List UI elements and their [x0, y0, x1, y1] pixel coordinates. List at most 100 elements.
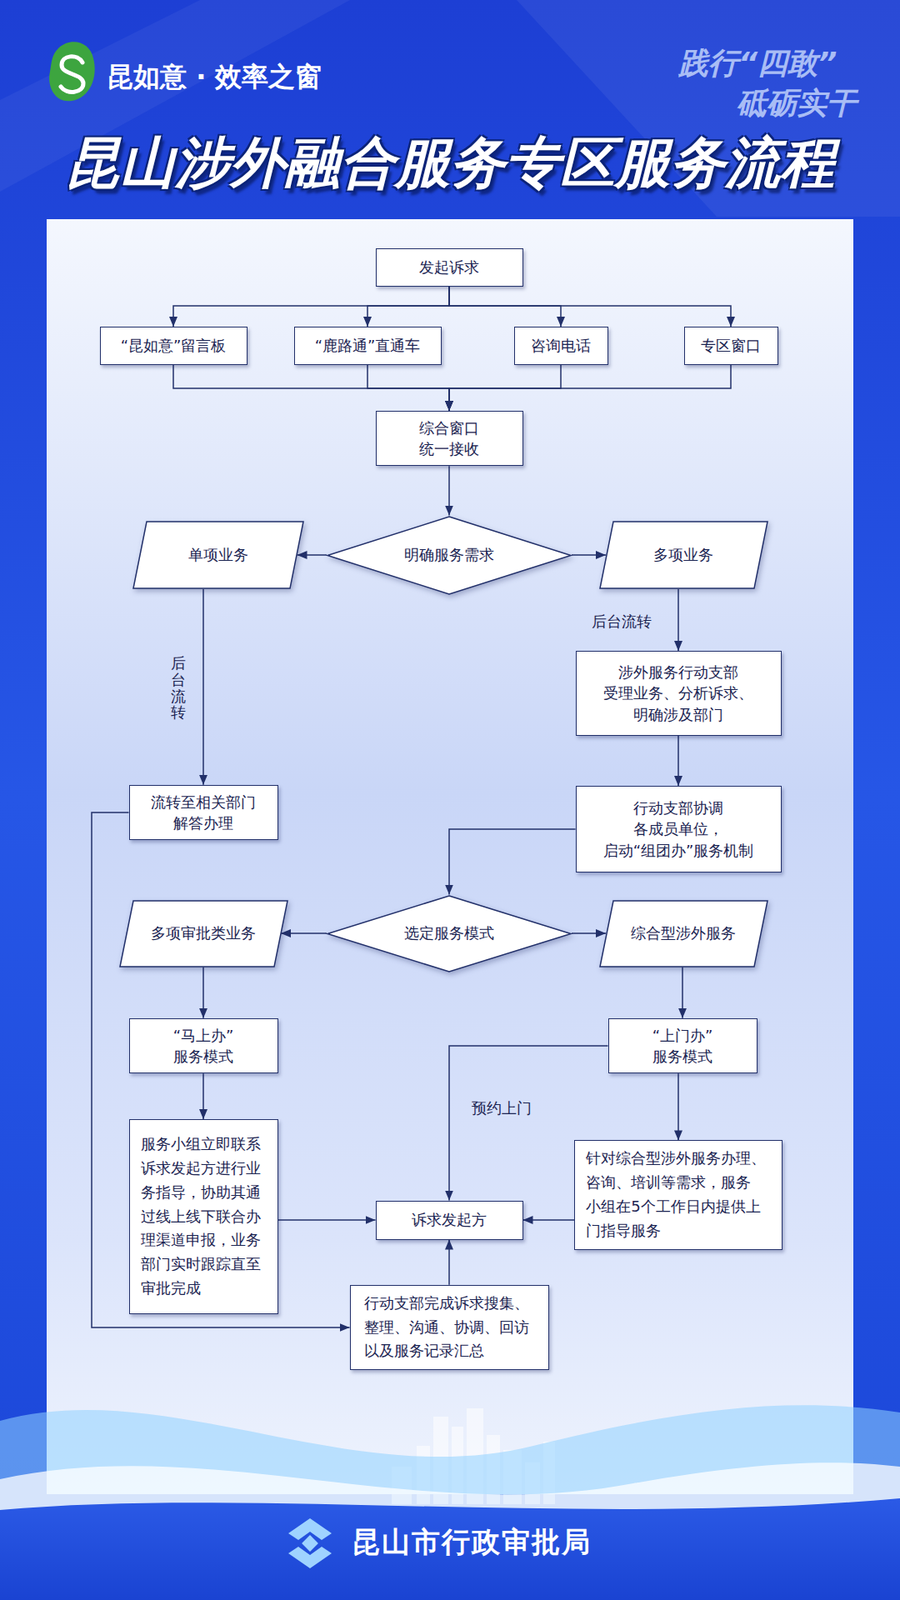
node-text: 多项审批类业务	[150, 922, 256, 944]
text-group: 多项业务	[653, 544, 714, 565]
node-text: 单项业务	[188, 544, 249, 565]
node-text: 综合型涉外服务	[630, 922, 736, 944]
text-group: 专区窗口	[700, 335, 761, 356]
flow-connector	[449, 286, 731, 327]
flow-connector	[448, 1240, 450, 1285]
text-group: 综合窗口 统一接收	[416, 417, 481, 460]
flow-connector	[367, 365, 450, 411]
process-box: 诉求发起方	[375, 1200, 524, 1240]
flow-connector	[448, 465, 450, 515]
flow-connector	[280, 932, 327, 935]
node-text: 咨询电话	[530, 335, 591, 356]
flow-connector	[173, 365, 450, 411]
text-group: 选定服务模式	[404, 922, 495, 944]
wave	[0, 1462, 900, 1600]
process-box: “昆如意”留言板	[100, 326, 248, 365]
process-box: 发起诉求	[375, 248, 524, 287]
outline	[120, 900, 288, 967]
flow-connector	[677, 589, 680, 651]
process-box: 专区窗口	[684, 326, 779, 365]
text-group: 针对综合型涉外服务办理、 咨询、培训等需求，服务 小组在5个工作日内提供上 门指…	[585, 1146, 770, 1243]
issuer-name: 昆山市行政审批局	[351, 1523, 592, 1562]
text-group: 多项审批类业务	[150, 922, 256, 944]
outline	[600, 521, 768, 589]
flow-connector	[571, 932, 606, 935]
page-title: 昆山涉外融合服务专区服务流程	[0, 130, 900, 196]
text-group: 涉外服务行动支部 受理业务、分析诉求、 明确涉及部门	[600, 661, 755, 725]
decision-diamond: 选定服务模式	[326, 895, 572, 973]
node-text: 行动支部完成诉求搜集、 整理、沟通、协调、回访 以及服务记录汇总	[364, 1291, 534, 1364]
node-text: “鹿路通”直通车	[315, 335, 421, 356]
io-parallelogram: 单项业务	[132, 520, 305, 590]
edge-label: 后台流转	[591, 611, 652, 632]
flow-connector	[202, 1073, 205, 1120]
wave	[0, 1405, 900, 1600]
flow-connector	[681, 967, 684, 1019]
flow-connector	[91, 812, 350, 1328]
node-text: 明确服务需求	[404, 544, 495, 565]
text-group: 行动支部完成诉求搜集、 整理、沟通、协调、回访 以及服务记录汇总	[364, 1291, 534, 1364]
process-box: 针对综合型涉外服务办理、 咨询、培训等需求，服务 小组在5个工作日内提供上 门指…	[574, 1140, 782, 1250]
node-text: “上门办” 服务模式	[642, 1025, 722, 1067]
bureau-icon	[288, 1518, 332, 1569]
text-group: 服务小组立即联系 诉求发起方进行业 务指导，协助其通 过线上线下联合办 理渠道申…	[140, 1132, 265, 1301]
flow-connector	[297, 554, 328, 556]
node-text: 选定服务模式	[404, 922, 495, 944]
icon-core	[301, 1535, 319, 1552]
flow-connector	[523, 1219, 575, 1221]
logo-swirl	[60, 56, 84, 93]
node-text: 综合窗口 统一接收	[416, 417, 481, 460]
io-parallelogram: 综合型涉外服务	[599, 900, 769, 968]
process-box: 行动支部协调 各成员单位， 启动“组团办”服务机制	[575, 785, 782, 873]
text-group: 发起诉求	[419, 256, 480, 278]
text-group: 综合型涉外服务	[630, 922, 736, 944]
process-box: 流转至相关部门 解答办理	[129, 785, 279, 840]
edge-label: 后台流转	[170, 655, 186, 721]
text-group: 咨询电话	[530, 335, 591, 356]
flow-connector	[449, 286, 561, 327]
node-text: 诉求发起方	[411, 1209, 487, 1230]
node-text: 流转至相关部门 解答办理	[148, 791, 258, 834]
logo-shape	[49, 41, 95, 101]
decision-diamond: 明确服务需求	[326, 515, 572, 595]
text-group: “上门办” 服务模式	[642, 1025, 722, 1067]
node-text: 发起诉求	[419, 256, 480, 278]
text-group: 明确服务需求	[404, 544, 495, 565]
io-parallelogram: 多项业务	[599, 520, 769, 590]
flow-connector	[173, 286, 450, 327]
flow-connector	[571, 554, 606, 556]
slogan-watermark: 践行“四敢”	[678, 43, 837, 85]
node-text: “昆如意”留言板	[120, 335, 227, 356]
process-box: 服务小组立即联系 诉求发起方进行业 务指导，协助其通 过线上线下联合办 理渠道申…	[129, 1119, 279, 1315]
node-text: 专区窗口	[700, 335, 761, 356]
flow-connector	[367, 286, 450, 327]
process-box: 行动支部完成诉求搜集、 整理、沟通、协调、回访 以及服务记录汇总	[350, 1285, 550, 1370]
flow-connector	[677, 1073, 680, 1140]
footer-band	[0, 1498, 900, 1600]
node-text: 针对综合型涉外服务办理、 咨询、培训等需求，服务 小组在5个工作日内提供上 门指…	[585, 1146, 770, 1243]
process-box: “鹿路通”直通车	[294, 326, 442, 365]
outline	[133, 521, 304, 589]
flow-connector	[449, 829, 576, 895]
flow-connector	[278, 1219, 376, 1221]
node-text: 多项业务	[653, 544, 714, 565]
node-text: 涉外服务行动支部 受理业务、分析诉求、 明确涉及部门	[600, 661, 755, 725]
text-group: 诉求发起方	[411, 1209, 487, 1230]
outline	[600, 900, 768, 967]
node-text: 行动支部协调 各成员单位， 启动“组团办”服务机制	[600, 797, 755, 861]
logo-icon	[49, 41, 95, 101]
node-text: “马上办” 服务模式	[163, 1025, 243, 1067]
flow-connector	[202, 967, 205, 1019]
process-box: 综合窗口 统一接收	[375, 410, 524, 466]
flow-connector	[449, 365, 731, 411]
outline	[327, 895, 571, 972]
io-parallelogram: 多项审批类业务	[119, 900, 289, 968]
outline	[327, 516, 571, 595]
process-box: 咨询电话	[514, 326, 609, 365]
text-group: “鹿路通”直通车	[315, 335, 421, 356]
logo-text: 昆如意 · 效率之窗	[106, 59, 322, 96]
process-box: 涉外服务行动支部 受理业务、分析诉求、 明确涉及部门	[575, 650, 782, 736]
text-group: 单项业务	[188, 544, 249, 565]
